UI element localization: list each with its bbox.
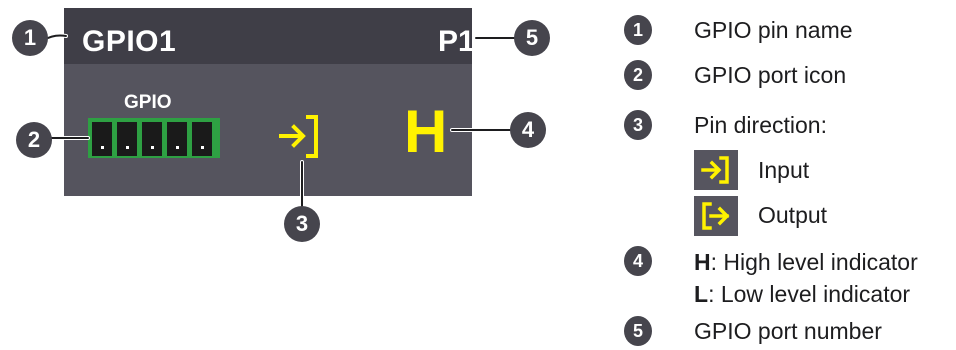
high-key: H (694, 249, 711, 275)
output-arrow-icon (702, 202, 730, 230)
callout-badge-2: 2 (16, 122, 52, 158)
gpio-display-panel: GPIO1 P1 GPIO H (64, 0, 475, 196)
low-desc: : Low level indicator (708, 281, 911, 307)
legend-output-label: Output (758, 202, 828, 228)
input-arrow-icon (701, 156, 729, 184)
legend-badge-1: 1 (624, 15, 652, 45)
high-desc: : High level indicator (710, 249, 918, 275)
legend-text-5: GPIO port number (694, 318, 882, 344)
callout-badge-4: 4 (510, 112, 546, 148)
legend-badge-4: 4 (624, 246, 652, 276)
legend-output-icon-box (694, 196, 738, 236)
legend-text-4-high: H: High level indicator (694, 247, 918, 277)
legend-text-2: GPIO port icon (694, 62, 847, 88)
callout-badge-1: 1 (12, 20, 48, 56)
panel-body: GPIO H (64, 64, 472, 196)
callout-badge-3: 3 (284, 206, 320, 242)
level-indicator: H (404, 98, 448, 165)
low-key: L (694, 281, 709, 307)
input-direction-icon (279, 115, 318, 158)
legend-text-1: GPIO pin name (694, 17, 853, 43)
legend-badge-5: 5 (624, 316, 652, 346)
legend-badge-2: 2 (624, 60, 652, 90)
panel-header: GPIO1 P1 (64, 8, 475, 64)
legend-text-3: Pin direction: (694, 112, 827, 138)
legend-input-label: Input (758, 157, 810, 183)
gpio-port-icon (88, 118, 220, 158)
legend-badge-3: 3 (624, 110, 652, 140)
legend-text-4-low: L: Low level indicator (694, 279, 910, 309)
legend-input-icon-box (694, 150, 738, 190)
gpio-port-number: P1 (438, 25, 475, 58)
callout-badge-5: 5 (514, 20, 550, 56)
gpio-port-label: GPIO (124, 92, 172, 113)
gpio-pin-name: GPIO1 (82, 25, 177, 58)
